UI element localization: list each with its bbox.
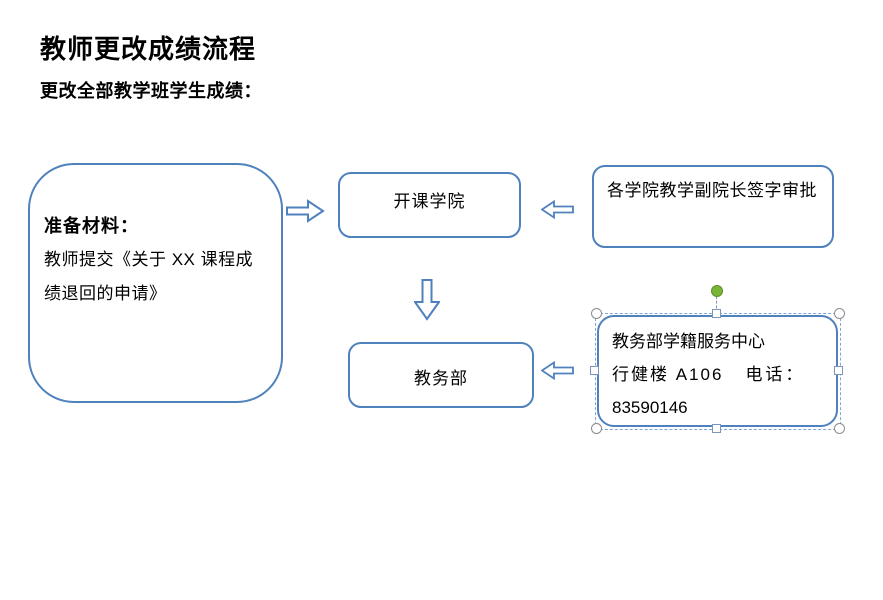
resize-handle-top[interactable]	[712, 309, 721, 318]
resize-handle-top-left[interactable]	[591, 308, 602, 319]
service-center-contact-line: 行健楼 A106 电话：	[612, 358, 826, 391]
academic-affairs-box[interactable]: 教务部	[348, 342, 534, 408]
right-block-arrow-icon[interactable]	[286, 199, 325, 223]
page-title: 教师更改成绩流程	[40, 34, 257, 64]
vice-dean-approval-box[interactable]: 各学院教学副院长签字审批	[592, 165, 834, 248]
resize-handle-left[interactable]	[590, 366, 599, 375]
resize-handle-bottom[interactable]	[712, 424, 721, 433]
academic-affairs-label: 教务部	[414, 369, 468, 388]
prep-materials-box[interactable]: 准备材料： 教师提交《关于 XX 课程成绩退回的申请》	[28, 163, 283, 403]
rotation-handle-connector	[716, 296, 717, 313]
course-college-box[interactable]: 开课学院	[338, 172, 521, 238]
page-subtitle: 更改全部教学班学生成绩：	[40, 81, 262, 101]
rotation-handle[interactable]	[711, 285, 723, 297]
left-block-arrow-top-icon[interactable]	[541, 200, 574, 219]
prep-materials-body: 教师提交《关于 XX 课程成绩退回的申请》	[44, 250, 254, 303]
resize-handle-top-right[interactable]	[834, 308, 845, 319]
service-center-phone-label: 电话：	[745, 365, 806, 384]
course-college-label: 开课学院	[393, 192, 466, 211]
vice-dean-approval-label: 各学院教学副院长签字审批	[607, 181, 817, 200]
left-block-arrow-bottom-icon[interactable]	[541, 361, 574, 380]
service-center-phone: 83590146	[612, 398, 688, 417]
service-center-location: 行健楼 A106	[612, 365, 724, 384]
resize-handle-bottom-right[interactable]	[834, 423, 845, 434]
prep-materials-heading: 准备材料：	[44, 216, 139, 236]
service-center-box[interactable]: 教务部学籍服务中心 行健楼 A106 电话： 83590146	[597, 315, 838, 427]
resize-handle-bottom-left[interactable]	[591, 423, 602, 434]
resize-handle-right[interactable]	[834, 366, 843, 375]
down-block-arrow-icon[interactable]	[414, 279, 440, 321]
service-center-name: 教务部学籍服务中心	[612, 332, 765, 351]
